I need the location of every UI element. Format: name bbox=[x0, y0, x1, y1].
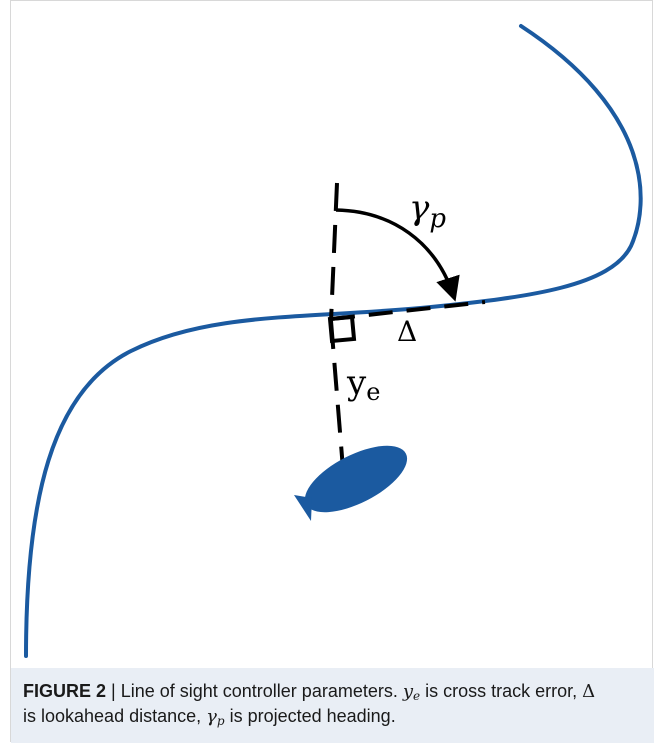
caption-text-4: is projected heading. bbox=[224, 706, 396, 726]
heading-arc bbox=[335, 208, 460, 302]
figure-caption: FIGURE 2 | Line of sight controller para… bbox=[11, 668, 654, 743]
caption-ye-symbol: y bbox=[402, 681, 414, 702]
los-diagram: γp Δ ye bbox=[24, 24, 643, 658]
figure-label: FIGURE 2 bbox=[23, 681, 107, 701]
figure-frame: γp Δ ye FIGURE 2 | Line of sight control… bbox=[10, 0, 654, 743]
right-angle-marker bbox=[327, 314, 357, 344]
caption-gamma-sub: p bbox=[216, 714, 225, 728]
caption-delta-symbol: Δ bbox=[582, 681, 596, 702]
heading-reference-line bbox=[329, 182, 339, 322]
caption-text-2: is cross track error, bbox=[420, 681, 583, 701]
lookahead-line bbox=[330, 300, 486, 321]
gamma-label: γp bbox=[409, 188, 446, 234]
caption-text-3: is lookahead distance, bbox=[23, 706, 207, 726]
cross-track-line bbox=[329, 320, 345, 470]
caption-text-1: Line of sight controller parameters. bbox=[120, 681, 403, 701]
fish-vehicle-icon bbox=[294, 445, 408, 521]
caption-separator: | bbox=[106, 681, 121, 701]
delta-label: Δ bbox=[397, 315, 417, 348]
caption-ye-sub: e bbox=[413, 689, 421, 703]
ye-label: ye bbox=[346, 363, 380, 406]
caption-gamma-symbol: γ bbox=[206, 706, 217, 727]
